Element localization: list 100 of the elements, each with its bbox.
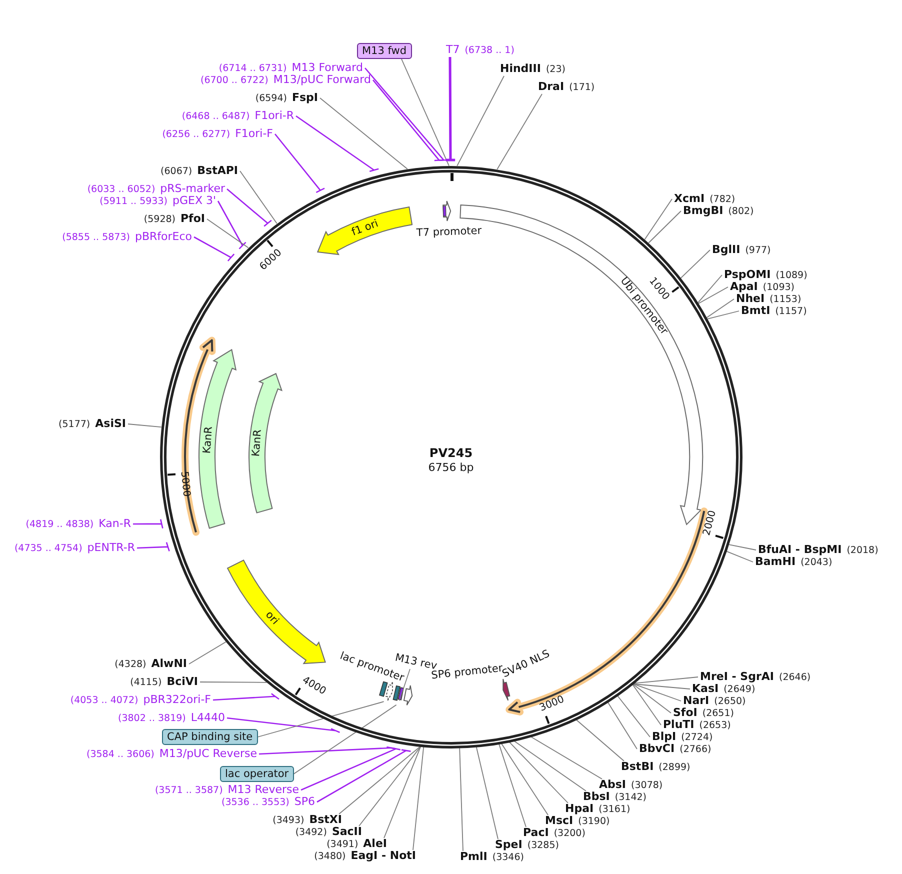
site-position: (171) [569, 81, 595, 95]
primer-name: pBRforEco [134, 230, 192, 244]
feature-tag: CAP binding site [162, 729, 258, 745]
leader-line [459, 748, 464, 852]
site-position: (4328) [114, 658, 146, 672]
enzyme-name: MscI [545, 814, 574, 828]
leader-line [633, 684, 690, 690]
enzyme-name: BmtI [741, 304, 770, 318]
leader-line [496, 94, 542, 170]
feature-label: KanR [200, 426, 214, 454]
site-position: (2899) [658, 761, 690, 775]
site-position: (6594) [255, 92, 287, 106]
enzyme-name: SpeI [495, 838, 522, 852]
leader-line [706, 298, 734, 318]
enzyme-name: BstXI [309, 813, 342, 826]
site-position: (6067) [160, 165, 192, 179]
primer-name: SP6 [294, 795, 315, 809]
feature-label: KanR [250, 430, 264, 458]
leader-line [576, 719, 624, 762]
site-position: (3493) [272, 814, 304, 828]
enzyme-name: HpaI [565, 802, 594, 816]
feature-label: f1 ori [350, 217, 380, 238]
primer-name: Kan-R [98, 517, 131, 531]
enzyme-name: AbsI [599, 778, 626, 792]
enzyme-name: NarI [683, 694, 710, 708]
leader-line [358, 746, 422, 826]
site-position: (2766) [680, 743, 712, 757]
leader-line [240, 170, 278, 224]
leader-line [212, 692, 280, 701]
site-position: (782) [710, 193, 736, 206]
enzyme-name: PmlI [460, 850, 488, 864]
site-position: (1089) [776, 269, 808, 282]
leader-line [634, 676, 698, 684]
leader-line [509, 742, 568, 804]
leader-line [501, 743, 548, 816]
leader-line [295, 115, 380, 172]
site-position: (3161) [598, 803, 630, 816]
enzyme-name: PspOMI [724, 268, 771, 282]
enzyme-name: MreI - SgrAI [700, 670, 774, 684]
primer-name: pGEX 3' [172, 194, 216, 208]
site-position: (6738 .. 1) [464, 44, 514, 58]
site-position: (5177) [58, 418, 90, 432]
site-position: (4053 .. 4072) [70, 694, 138, 708]
site-position: (3285) [527, 839, 559, 853]
site-position: (3346) [492, 851, 524, 865]
primer-name: F1ori-R [254, 109, 294, 123]
site-position: (23) [546, 63, 566, 77]
enzyme-name: SacII [332, 825, 362, 839]
leader-line [698, 274, 722, 304]
tick-label: 4000 [300, 674, 328, 698]
site-position: (2018) [846, 544, 878, 558]
feature-tag: lac operator [220, 766, 294, 782]
site-position: (2649) [724, 683, 756, 696]
site-position: (3492) [295, 826, 327, 840]
primer-name: M13/pUC Forward [273, 73, 371, 87]
leader-line [632, 684, 662, 726]
feature-tag: M13 fwd [357, 43, 412, 59]
leader-line [193, 236, 235, 262]
enzyme-name: XcmI [674, 192, 705, 206]
site-position: (3480) [314, 850, 346, 864]
site-position: (2650) [714, 695, 746, 708]
leader-line [136, 542, 170, 552]
leader-line [217, 200, 246, 250]
leader-line [498, 744, 526, 828]
site-position: (6468 .. 6487) [182, 110, 250, 124]
enzyme-name: BmgBI [683, 204, 724, 218]
leader-line [293, 704, 397, 774]
leader-line [644, 198, 672, 240]
leader-line [206, 218, 249, 248]
leader-line [728, 544, 756, 550]
leader-line [372, 79, 444, 162]
site-position: (1153) [770, 293, 802, 306]
enzyme-name: BfuAI - BspMI [758, 543, 842, 557]
enzyme-name: PluTI [663, 718, 694, 732]
enzyme-name: AleI [363, 837, 387, 851]
enzyme-name: BbsI [583, 790, 610, 804]
enzyme-name: AsiSI [95, 417, 126, 431]
enzyme-name: BstBI [621, 760, 654, 774]
leader-line [530, 736, 602, 780]
map-title: PV245 [429, 446, 473, 460]
primer-name: pRS-marker [160, 182, 225, 196]
tick-label: 3000 [538, 694, 566, 714]
site-position: (802) [728, 205, 754, 219]
site-position: (2724) [681, 731, 713, 744]
leader-line [648, 210, 682, 244]
site-position: (3078) [631, 779, 663, 792]
site-position: (2653) [699, 719, 731, 732]
site-position: (3190) [578, 815, 610, 828]
site-position: (2651) [702, 707, 734, 720]
primer-name: M13/pUC Reverse [159, 747, 257, 761]
enzyme-name: SfoI [673, 706, 698, 720]
leader-line [632, 684, 672, 714]
leader-line [200, 682, 267, 683]
leader-line [226, 188, 272, 227]
primer-name: L4440 [190, 711, 225, 725]
leader-line [680, 250, 710, 279]
site-position: (6700 .. 6722) [200, 74, 268, 88]
feature-label: T7 promoter [416, 224, 482, 240]
enzyme-name: PfoI [180, 212, 205, 226]
site-position: (3200) [554, 827, 586, 840]
